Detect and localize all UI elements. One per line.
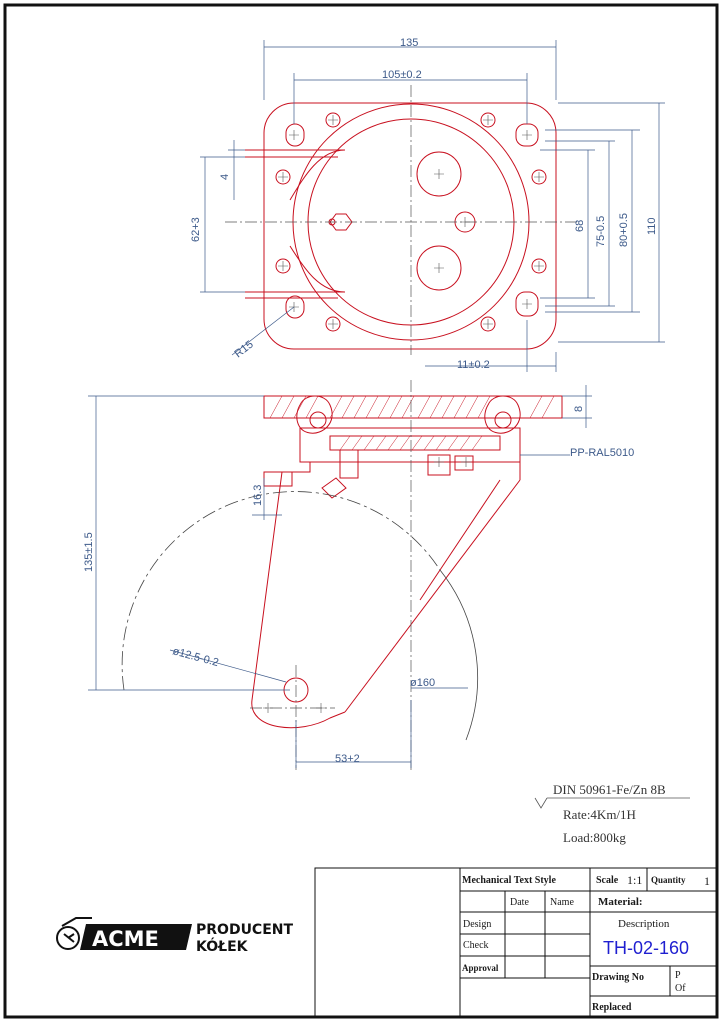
dim-8: 8: [573, 406, 585, 412]
tb-design: Design: [463, 919, 491, 930]
kingpin-boss: [416, 151, 462, 197]
side-view-dimensions: [88, 385, 592, 768]
bolt-hole: [480, 112, 496, 128]
corner-slot: [285, 295, 305, 319]
caster-wheel-icon: [56, 917, 92, 950]
bolt-hole: [531, 169, 547, 185]
dim-11: 11±0.2: [457, 359, 490, 371]
dim-62: 62+3: [190, 217, 202, 242]
dim-r15: R15: [232, 338, 255, 360]
dim-80: 80+0.5: [618, 213, 630, 247]
bearing-left: [296, 395, 333, 434]
bolt-hole: [275, 258, 291, 274]
tb-approval: Approval: [462, 963, 499, 973]
top-view-crosses: [278, 115, 544, 329]
fork-left-leg: [251, 471, 346, 729]
dim-110: 110: [646, 217, 658, 235]
top-view: [245, 102, 557, 350]
bolt-hole: [325, 316, 341, 332]
side-view-dimension-labels: 8 PP-RAL5010 16.3 135±1.5 ø12.5-0.2 ø160…: [83, 406, 634, 765]
dim-135-side: 135±1.5: [83, 532, 95, 572]
dim-135: 135: [400, 37, 418, 49]
dim-16: 16.3: [252, 485, 264, 506]
dim-4: 4: [219, 174, 231, 180]
lower-boss: [416, 245, 462, 291]
side-view: [251, 395, 563, 729]
wheel-outline-right: [439, 569, 479, 741]
bolt-hole: [275, 169, 291, 185]
tb-drawing-no: Drawing No: [592, 972, 644, 983]
grease-nipple-side: [321, 449, 359, 499]
bolt-hole: [480, 316, 496, 332]
fork-right-leg: [344, 479, 521, 713]
tb-description-label: Description: [618, 918, 670, 930]
dim-105: 105±0.2: [382, 69, 422, 81]
sheet-border: [3, 3, 719, 1019]
kingpin-nut: [427, 454, 451, 476]
dim-75: 75-0.5: [595, 216, 607, 247]
corner-slot: [285, 123, 305, 147]
fork-top: [286, 461, 521, 480]
mounting-plate: [263, 102, 557, 350]
dim-53: 53+2: [335, 753, 360, 765]
tb-quantity-label: Quantity: [651, 875, 686, 885]
acme-logo: ACME PRODUCENT KÓŁEK: [56, 917, 293, 955]
top-view-centerlines: [225, 85, 580, 355]
bearing-right: [484, 395, 521, 434]
tb-scale-value: 1:1: [627, 873, 642, 887]
lever-top: [245, 149, 346, 201]
svg-text:ACME: ACME: [92, 927, 159, 951]
tb-date: Date: [510, 897, 529, 908]
dim-68: 68: [574, 220, 586, 232]
logo-line-2: KÓŁEK: [196, 937, 249, 955]
tb-scale-label: Scale: [596, 875, 619, 886]
tb-of: Of: [675, 983, 686, 994]
top-view-dimensions: [200, 40, 665, 372]
dim-wheel-diameter: ø160: [410, 677, 435, 689]
plate-hatch: [269, 395, 555, 419]
tb-quantity-value: 1: [704, 874, 710, 888]
title-block: [314, 867, 718, 1018]
title-block-text: Mechanical Text Style Scale 1:1 Quantity…: [462, 873, 710, 1013]
brand-banner: [80, 924, 192, 950]
swivel-body: [299, 427, 521, 463]
tb-material: Material:: [598, 896, 643, 908]
top-plate-section: [263, 395, 563, 419]
bolt-hole: [325, 112, 341, 128]
dim-axle-diameter: ø12.5-0.2: [171, 645, 220, 669]
tb-replaced: Replaced: [592, 1002, 632, 1013]
tb-p: P: [675, 970, 681, 981]
note-rate: Rate:4Km/1H: [563, 807, 636, 822]
corner-slot: [515, 291, 539, 317]
logo-line-1: PRODUCENT: [196, 922, 293, 938]
tb-check: Check: [463, 940, 489, 951]
lever-bottom: [245, 245, 346, 293]
wheel-outline: [121, 491, 441, 691]
surface-symbol: [534, 797, 690, 809]
side-view-crosses: [263, 457, 471, 713]
note-din: DIN 50961-Fe/Zn 8B: [553, 782, 666, 797]
tb-style: Mechanical Text Style: [462, 875, 556, 886]
fork-foot: [263, 471, 293, 487]
part-number: TH-02-160: [603, 938, 689, 958]
label-pp-ral5010: PP-RAL5010: [570, 447, 634, 459]
note-load: Load:800kg: [563, 830, 626, 845]
tb-name: Name: [550, 897, 574, 908]
bolt-hole: [531, 258, 547, 274]
